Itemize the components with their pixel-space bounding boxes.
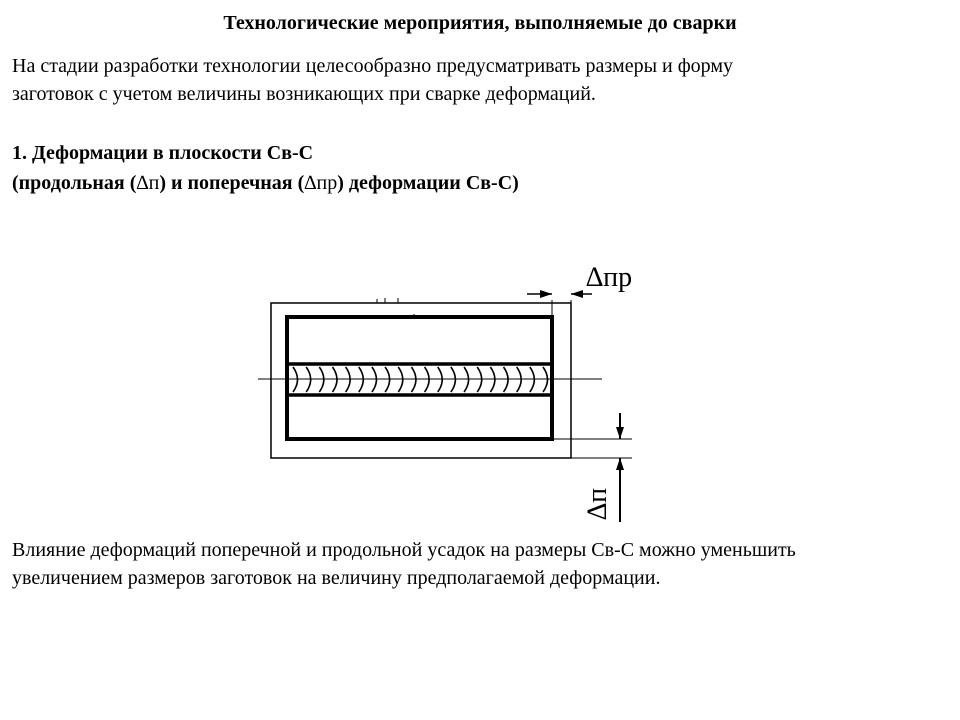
intro-line-1: На стадии разработки технологии целесооб… bbox=[12, 55, 734, 77]
top-ticks bbox=[376, 298, 415, 318]
slide-title: Технологические мероприятия, выполняемые… bbox=[223, 12, 737, 34]
weld-ripple-arc bbox=[305, 366, 312, 393]
heading-line-1: 1. Деформации в плоскости Св-С bbox=[12, 142, 314, 164]
weld-ripple-arc bbox=[516, 366, 522, 393]
heading-line-2-part-1: (продольная ( bbox=[12, 172, 137, 194]
conclusion-line-1: Влияние деформаций поперечной и продольн… bbox=[12, 539, 796, 561]
weld-ripple-arc bbox=[292, 366, 299, 393]
weld-ripple-arc bbox=[331, 366, 338, 393]
conclusion-paragraph: Влияние деформаций поперечной и продольн… bbox=[12, 536, 952, 592]
label-delta-p: ∆п bbox=[582, 488, 613, 520]
weld-seam-ripples bbox=[292, 366, 549, 393]
weld-ripple-arc bbox=[542, 366, 549, 393]
dim-arrow-up-head bbox=[616, 427, 624, 439]
weld-ripple-arc bbox=[318, 366, 325, 393]
diagram-svg: ∆пр ∆п bbox=[258, 262, 632, 522]
delta-pr-symbol: ∆пр bbox=[304, 172, 338, 194]
delta-p-symbol: ∆п bbox=[136, 172, 160, 194]
weld-ripple-arc bbox=[397, 366, 404, 393]
weld-ripple-arc bbox=[437, 366, 444, 393]
weld-ripple-arc bbox=[371, 366, 378, 393]
intro-line-2: заготовок с учетом величины возникающих … bbox=[12, 83, 596, 105]
original-outline bbox=[270, 302, 572, 459]
dim-arrow-down-head bbox=[616, 458, 624, 470]
heading-line-2-part-2: ) и поперечная ( bbox=[159, 172, 305, 194]
weld-ripple-arc bbox=[502, 366, 509, 393]
intro-paragraph: На стадии разработки технологии целесооб… bbox=[12, 52, 942, 108]
weld-ripple-arc bbox=[476, 366, 483, 393]
weld-ripple-arc bbox=[358, 366, 365, 393]
weld-ripple-arc bbox=[423, 366, 430, 393]
deformation-diagram: ∆пр ∆п bbox=[240, 250, 660, 530]
weld-ripple-arc bbox=[529, 366, 536, 393]
heading-line-2-part-3: ) деформации Св-С) bbox=[337, 172, 519, 194]
weld-ripple-arc bbox=[489, 366, 496, 393]
conclusion-line-2: увеличением размеров заготовок на величи… bbox=[12, 567, 661, 589]
deformed-outline bbox=[285, 315, 554, 441]
heading-line-2: (продольная (∆п) и поперечная (∆пр) дефо… bbox=[12, 168, 942, 198]
weld-ripple-arc bbox=[450, 366, 457, 393]
dim-arrow-right-head bbox=[571, 290, 583, 298]
weld-ripple-arc bbox=[410, 366, 417, 393]
section-heading: 1. Деформации в плоскости Св-С (продольн… bbox=[12, 138, 942, 198]
dim-arrow-left-head bbox=[540, 290, 552, 298]
weld-ripple-arc bbox=[384, 366, 391, 393]
weld-ripple-arc bbox=[344, 366, 351, 393]
label-delta-pr: ∆пр bbox=[586, 262, 632, 293]
weld-ripple-arc bbox=[463, 366, 470, 393]
